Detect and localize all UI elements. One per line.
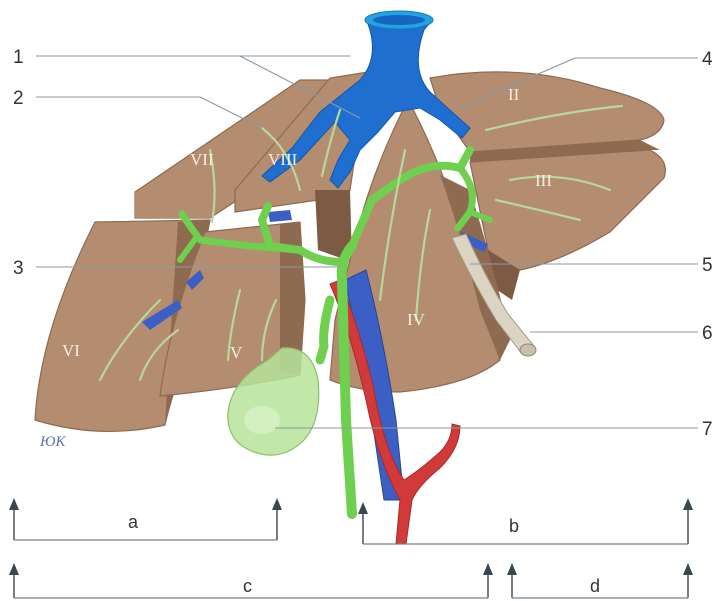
callout-6: 6 xyxy=(702,323,713,344)
signature: ЮК xyxy=(39,434,66,450)
segment-label-v: V xyxy=(230,343,243,362)
bracket-a xyxy=(9,498,282,540)
callout-4: 4 xyxy=(702,49,713,70)
bracket-label-a: a xyxy=(128,512,139,532)
segment-label-viii: VIII xyxy=(268,150,298,169)
callout-3: 3 xyxy=(13,258,24,279)
bracket-label-c: c xyxy=(243,576,252,596)
bracket-label-d: d xyxy=(590,576,600,596)
lobe-ii xyxy=(430,72,664,152)
callout-1: 1 xyxy=(13,47,24,68)
segment-label-vi: VI xyxy=(62,341,80,360)
callout-7: 7 xyxy=(702,419,713,440)
bracket-label-b: b xyxy=(509,516,519,536)
segment-label-iv: IV xyxy=(407,310,426,329)
lobe-iii xyxy=(470,150,665,270)
callout-2: 2 xyxy=(13,88,24,109)
segment-label-iii: III xyxy=(535,171,552,190)
callout-5: 5 xyxy=(702,255,713,276)
segment-label-ii: II xyxy=(508,85,520,104)
segment-label-vii: VII xyxy=(190,150,214,169)
